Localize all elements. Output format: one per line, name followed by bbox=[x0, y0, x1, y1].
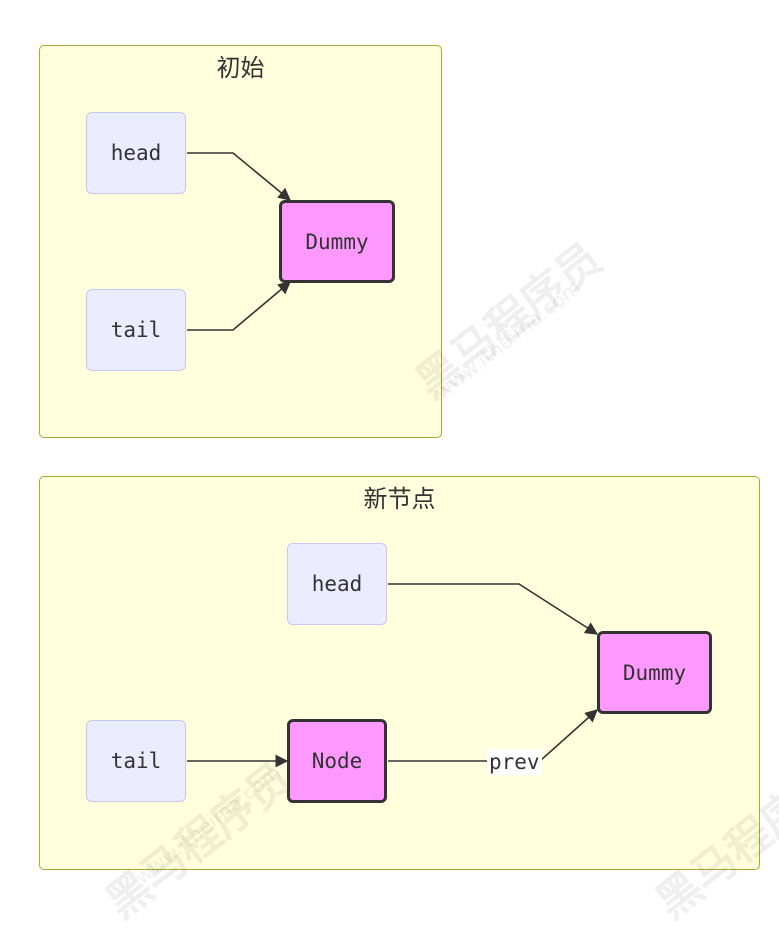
edge-tail-to-dummy-initial bbox=[187, 281, 291, 331]
edges-layer bbox=[187, 152, 599, 768]
node-head-initial: head bbox=[86, 112, 186, 194]
edge-label-prev: prev bbox=[487, 749, 542, 775]
node-node-new: Node bbox=[287, 719, 387, 803]
node-head-new: head bbox=[287, 543, 387, 625]
node-tail-initial: tail bbox=[86, 289, 186, 371]
cluster-title-new-node: 新节点 bbox=[363, 485, 436, 513]
node-dummy-initial: Dummy bbox=[279, 200, 395, 283]
node-tail-new: tail bbox=[86, 720, 186, 802]
node-dummy-new: Dummy bbox=[597, 631, 712, 714]
edge-head-to-dummy-new bbox=[388, 583, 599, 635]
cluster-title-initial: 初始 bbox=[216, 54, 265, 82]
edge-head-to-dummy-initial bbox=[187, 152, 291, 201]
